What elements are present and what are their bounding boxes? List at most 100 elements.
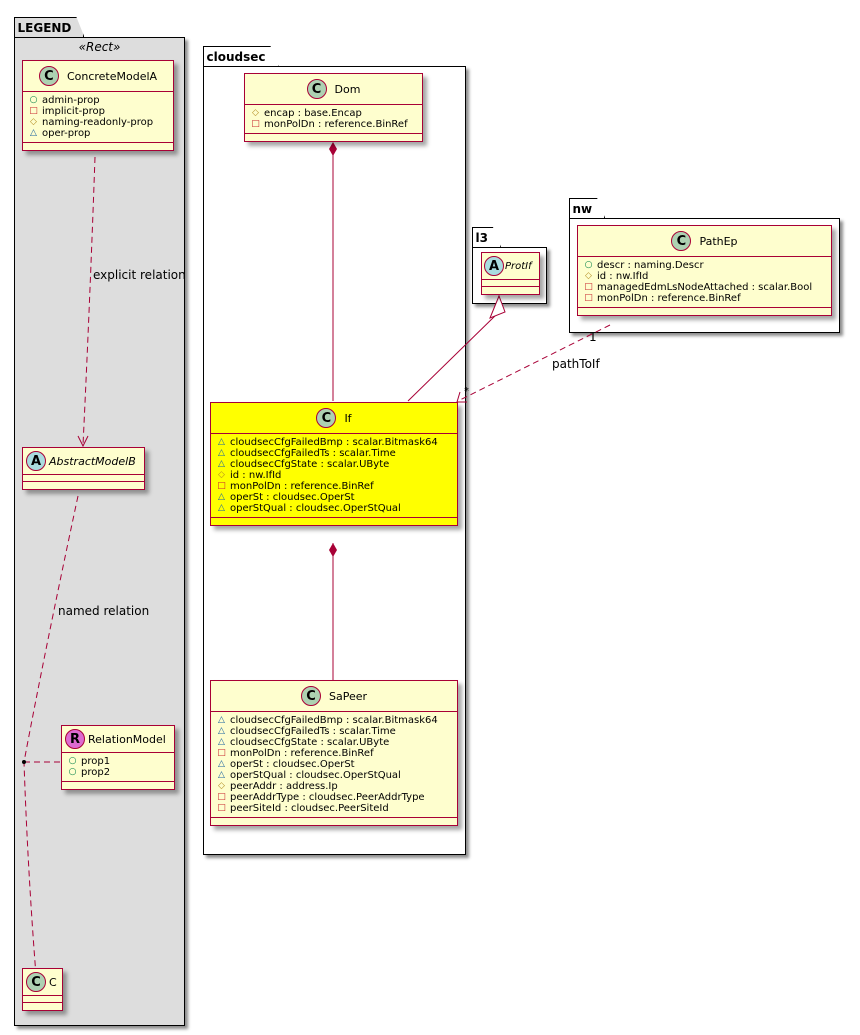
class-abstract-model-b[interactable]: A AbstractModelB <box>22 447 145 490</box>
class-header: C PathEp <box>578 226 831 257</box>
attribute: △cloudsecCfgFailedTs : scalar.Time <box>217 448 451 459</box>
attribute-text: admin-prop <box>42 95 100 106</box>
attribute: ○prop1 <box>68 756 168 767</box>
class-c[interactable]: C C <box>22 968 63 1011</box>
protected-icon: ◇ <box>252 108 259 118</box>
class-path-ep[interactable]: C PathEp ○ descr : naming.Descr ◇id : nw.… <box>577 225 832 316</box>
attribute-text: id : nw.IfId <box>597 271 649 282</box>
pathtoif-target-multiplicity: * <box>464 386 469 397</box>
package-icon: △ <box>218 437 225 447</box>
package-icon: △ <box>218 459 225 469</box>
class-name: C <box>49 975 57 989</box>
attribute-text: monPolDn : reference.BinRef <box>597 293 741 304</box>
public-icon: ○ <box>29 95 38 105</box>
package-nw-tab: nw <box>569 198 606 218</box>
private-icon: □ <box>584 293 593 303</box>
attribute-text: oper-prop <box>42 128 91 139</box>
class-concrete-model-a[interactable]: C ConcreteModelA ○admin-prop □implicit-p… <box>22 60 174 151</box>
class-name: RelationModel <box>88 732 166 746</box>
attribute-text: prop2 <box>81 767 111 778</box>
class-methods <box>578 308 831 315</box>
attribute: ○ admin-prop <box>29 95 167 106</box>
private-icon: □ <box>217 481 226 491</box>
attribute: □peerAddrType : cloudsec.PeerAddrType <box>217 792 451 803</box>
class-methods <box>23 1003 62 1010</box>
attribute-text: managedEdmLsNodeAttached : scalar.Bool <box>597 282 813 293</box>
class-header: C ConcreteModelA <box>23 61 173 92</box>
attribute-text: cloudsecCfgState : scalar.UByte <box>230 737 390 748</box>
class-methods <box>23 143 173 150</box>
private-icon: □ <box>29 106 38 116</box>
package-l3-tab: l3 <box>472 227 501 247</box>
class-attributes: ◇encap : base.Encap □monPolDn : referenc… <box>245 105 422 134</box>
class-icon: C <box>316 408 337 428</box>
relation-junction-dot <box>22 760 26 764</box>
package-cloudsec-tab: cloudsec <box>203 46 279 66</box>
class-methods <box>482 287 539 294</box>
class-attributes <box>482 280 539 287</box>
attribute: △ operSt : cloudsec.OperSt <box>217 759 451 770</box>
private-icon: □ <box>251 119 260 129</box>
class-header: A AbstractModelB <box>23 448 144 475</box>
attribute-text: operSt : cloudsec.OperSt <box>230 759 355 770</box>
class-attributes: △ cloudsecCfgFailedBmp : scalar.Bitmask64… <box>211 712 457 818</box>
protected-icon: ◇ <box>218 781 225 791</box>
public-icon: ○ <box>68 767 77 777</box>
class-icon: C <box>671 231 692 251</box>
attribute-text: naming-readonly-prop <box>42 117 154 128</box>
class-methods <box>211 518 457 525</box>
attribute-text: id : nw.IfId <box>230 470 282 481</box>
attribute-text: monPolDn : reference.BinRef <box>264 119 408 130</box>
public-icon: ○ <box>68 756 77 766</box>
attribute-text: operStQual : cloudsec.OperStQual <box>230 503 401 514</box>
named-relation-label: named relation <box>58 604 150 618</box>
class-header: R RelationModel <box>62 726 174 753</box>
attribute-text: descr : naming.Descr <box>597 260 704 271</box>
class-methods <box>62 782 174 789</box>
class-attributes <box>23 996 62 1003</box>
class-relation-model[interactable]: R RelationModel ○prop1 ○ prop2 <box>61 725 175 790</box>
attribute: ◇id : nw.IfId <box>584 271 825 282</box>
legend-stereotype: «Rect» <box>78 40 121 54</box>
attribute-text: cloudsecCfgState : scalar.UByte <box>230 459 390 470</box>
attribute: ◇peerAddr : address.Ip <box>217 781 451 792</box>
class-name: ConcreteModelA <box>66 69 158 83</box>
class-sa-peer[interactable]: C SaPeer △ cloudsecCfgFailedBmp : scalar.… <box>210 680 458 826</box>
class-if[interactable]: C If △cloudsecCfgFailedBmp : scalar.Bitm… <box>210 402 458 526</box>
attribute-text: cloudsecCfgFailedBmp : scalar.Bitmask64 <box>230 715 438 726</box>
package-icon: △ <box>218 492 225 502</box>
attribute: ○ descr : naming.Descr <box>584 260 825 271</box>
package-icon: △ <box>30 128 37 138</box>
class-dom[interactable]: C Dom ◇encap : base.Encap □monPolDn : re… <box>244 73 423 142</box>
class-attributes: △ cloudsecCfgFailedBmp : scalar.Bitmask64… <box>211 434 457 518</box>
attribute: □ monPolDn : reference.BinRef <box>584 293 825 304</box>
abstract-class-icon: A <box>26 451 46 471</box>
attribute: □ monPolDn : reference.BinRef <box>217 481 451 492</box>
attribute: □monPolDn : reference.BinRef <box>217 748 451 759</box>
explicit-relation-label: explicit relation <box>93 268 186 282</box>
attribute: ◇ id : nw.IfId <box>217 470 451 481</box>
package-icon: △ <box>218 737 225 747</box>
class-methods <box>23 482 144 489</box>
protected-icon: ◇ <box>218 470 225 480</box>
package-icon: △ <box>218 448 225 458</box>
class-attributes: ○ descr : naming.Descr ◇id : nw.IfId □ man… <box>578 257 831 308</box>
pathtoif-source-multiplicity: 1 <box>589 330 597 344</box>
class-header: C SaPeer <box>211 681 457 712</box>
public-icon: ○ <box>584 260 593 270</box>
pathtoif-label: pathToIf <box>552 357 600 371</box>
attribute-text: operSt : cloudsec.OperSt <box>230 492 355 503</box>
private-icon: □ <box>217 803 226 813</box>
package-icon: △ <box>218 759 225 769</box>
attribute: △operStQual : cloudsec.OperStQual <box>217 503 451 514</box>
attribute-text: monPolDn : reference.BinRef <box>230 481 374 492</box>
class-icon: C <box>306 79 327 99</box>
class-prot-if[interactable]: A ProtIf <box>481 252 540 295</box>
class-attributes: ○prop1 ○ prop2 <box>62 753 174 782</box>
attribute: △operStQual : cloudsec.OperStQual <box>217 770 451 781</box>
package-icon: △ <box>218 715 225 725</box>
attribute-text: cloudsecCfgFailedBmp : scalar.Bitmask64 <box>230 437 438 448</box>
abstract-class-icon: A <box>484 256 504 276</box>
package-icon: △ <box>218 726 225 736</box>
class-icon: C <box>300 686 321 706</box>
